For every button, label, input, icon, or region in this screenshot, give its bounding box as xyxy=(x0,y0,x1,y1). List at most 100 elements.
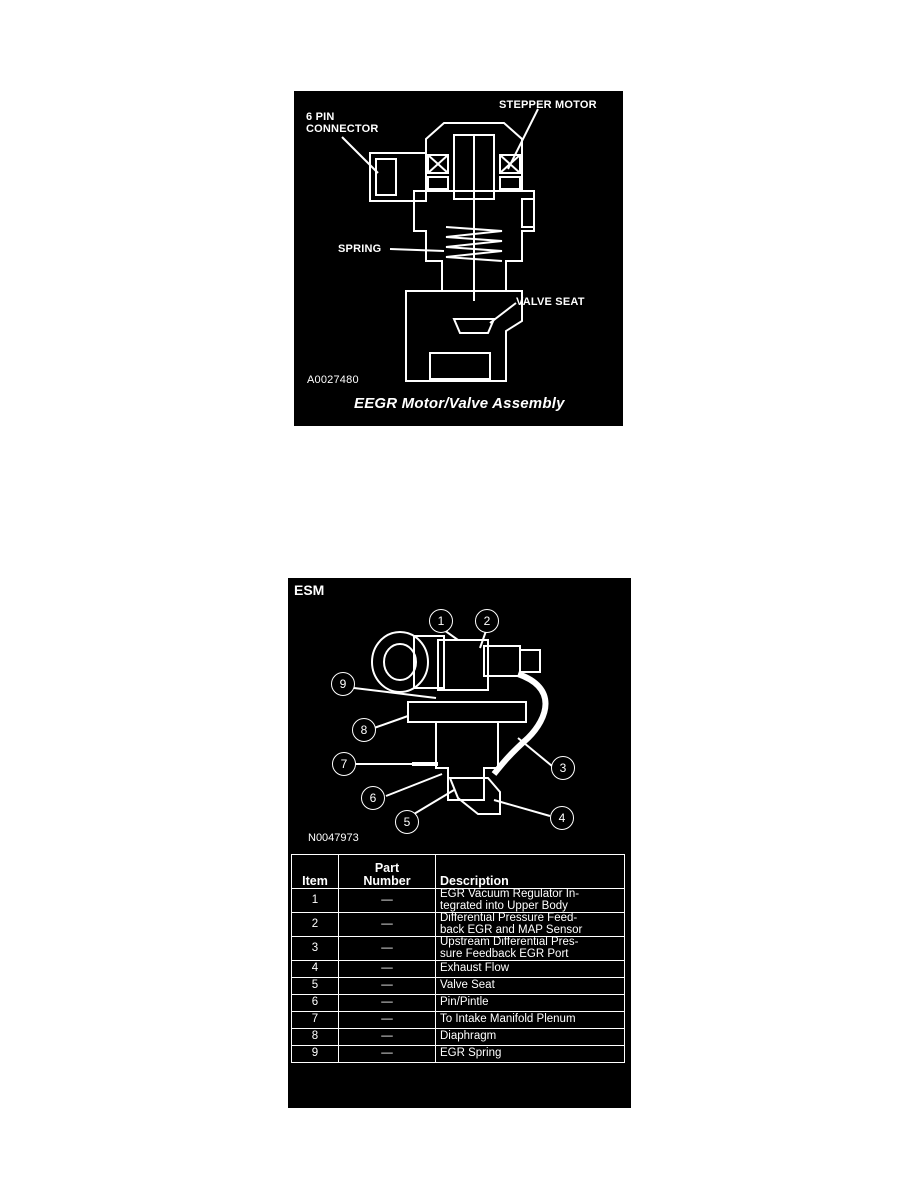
header-description: Description xyxy=(435,854,625,889)
spring-coil xyxy=(445,226,503,262)
description-line2: back EGR and MAP Sensor xyxy=(440,923,583,936)
figure1-caption: EEGR Motor/Valve Assembly xyxy=(354,395,565,412)
table-row: 2—Differential Pressure Feed-back EGR an… xyxy=(291,912,625,937)
esm-figure: ESM xyxy=(288,578,631,1108)
cell-item: 4 xyxy=(291,960,339,978)
cell-description: Exhaust Flow xyxy=(435,960,625,978)
cell-item: 6 xyxy=(291,994,339,1012)
cell-part-number: — xyxy=(338,1028,436,1046)
spring-label: SPRING xyxy=(338,243,382,255)
cell-part-number: — xyxy=(338,912,436,937)
cell-part-number: — xyxy=(338,1011,436,1029)
leader-3 xyxy=(517,737,553,767)
table-row: 1—EGR Vacuum Regulator In-tegrated into … xyxy=(291,888,625,913)
lower-body xyxy=(435,721,499,801)
cell-item: 5 xyxy=(291,977,339,995)
parts-table-body: 1—EGR Vacuum Regulator In-tegrated into … xyxy=(291,888,625,1063)
leader-spring xyxy=(389,248,445,252)
description-line1: EGR Vacuum Regulator In- xyxy=(440,888,580,900)
upper-body xyxy=(437,639,489,691)
cell-description: Diaphragm xyxy=(435,1028,625,1046)
description-line2: sure Feedback EGR Port xyxy=(440,947,569,960)
description-line1: Upstream Differential Pres- xyxy=(440,936,579,948)
callout-6: 6 xyxy=(361,786,385,810)
six-pin-label-line1: 6 PIN xyxy=(306,111,335,123)
esm-title: ESM xyxy=(294,582,325,598)
callout-4: 4 xyxy=(550,806,574,830)
exhaust-elbow xyxy=(448,777,501,815)
leader-connector xyxy=(341,136,379,174)
table-row: 5— Valve Seat xyxy=(291,977,625,995)
cell-part-number: — xyxy=(338,977,436,995)
table-row: 7— To Intake Manifold Plenum xyxy=(291,1011,625,1029)
table-row: 9— EGR Spring xyxy=(291,1045,625,1063)
cell-part-number: — xyxy=(338,994,436,1012)
callout-7: 7 xyxy=(332,752,356,776)
figure2-code: N0047973 xyxy=(308,832,359,844)
callout-2: 2 xyxy=(475,609,499,633)
callout-3: 3 xyxy=(551,756,575,780)
header-item: Item xyxy=(291,854,339,889)
header-part-line2: Number xyxy=(363,874,411,888)
description-line1: Differential Pressure Feed- xyxy=(440,912,578,924)
parts-table: Item Part Number Description 1—EGR Vacuu… xyxy=(291,854,625,1063)
leader-2 xyxy=(479,630,487,649)
lower-body xyxy=(405,290,523,382)
table-row: 8— Diaphragm xyxy=(291,1028,625,1046)
coil-right xyxy=(499,154,521,174)
cell-part-number: — xyxy=(338,936,436,961)
coil-left xyxy=(427,154,449,174)
cell-description: Pin/Pintle xyxy=(435,994,625,1012)
description-line1: EGR Spring xyxy=(440,1047,502,1060)
leader-stepper xyxy=(507,108,539,170)
cell-item: 1 xyxy=(291,888,339,913)
cell-part-number: — xyxy=(338,960,436,978)
esm-drawing xyxy=(353,629,553,817)
table-row: 6— Pin/Pintle xyxy=(291,994,625,1012)
cell-item: 3 xyxy=(291,936,339,961)
connector-plug xyxy=(375,158,397,196)
diaphragm-plate xyxy=(407,701,527,723)
cell-description: EGR Vacuum Regulator In-tegrated into Up… xyxy=(435,888,625,913)
sensor-connector xyxy=(483,645,521,677)
callout-9: 9 xyxy=(331,672,355,696)
description-line1: Diaphragm xyxy=(440,1030,497,1043)
connector-body xyxy=(369,152,427,202)
valve-seat-shape xyxy=(452,318,496,334)
six-pin-connector-label: 6 PIN CONNECTOR xyxy=(306,111,379,135)
six-pin-label-line2: CONNECTOR xyxy=(306,123,379,135)
cell-item: 9 xyxy=(291,1045,339,1063)
valve-seat-label: VALVE SEAT xyxy=(516,296,585,308)
leader-4 xyxy=(493,799,551,817)
motor-cylinder xyxy=(371,631,429,693)
callout-1: 1 xyxy=(429,609,453,633)
parts-table-header: Item Part Number Description xyxy=(291,854,625,889)
cell-item: 8 xyxy=(291,1028,339,1046)
stepper-motor-label: STEPPER MOTOR xyxy=(499,99,597,111)
callout-8: 8 xyxy=(352,718,376,742)
eegr-motor-valve-figure: 6 PIN CONNECTOR STEPPER MOTOR SPRING VAL… xyxy=(294,91,623,426)
cell-part-number: — xyxy=(338,1045,436,1063)
header-part-line1: Part xyxy=(374,861,400,875)
leader-9 xyxy=(353,687,437,699)
header-part-number: Part Number xyxy=(338,854,436,889)
eegr-valve-drawing xyxy=(341,108,539,382)
leader-valve-seat xyxy=(489,302,517,324)
cell-item: 7 xyxy=(291,1011,339,1029)
description-line2: tegrated into Upper Body xyxy=(440,899,568,912)
description-line1: Pin/Pintle xyxy=(440,996,489,1009)
figure1-code: A0027480 xyxy=(307,374,359,386)
leader-8 xyxy=(373,715,409,729)
table-row: 4— Exhaust Flow xyxy=(291,960,625,978)
cell-description: To Intake Manifold Plenum xyxy=(435,1011,625,1029)
description-line1: Valve Seat xyxy=(440,979,495,992)
cell-part-number: — xyxy=(338,888,436,913)
cell-item: 2 xyxy=(291,912,339,937)
feedback-hose xyxy=(491,671,549,776)
leader-5 xyxy=(413,789,455,815)
cell-description: EGR Spring xyxy=(435,1045,625,1063)
description-line1: Exhaust Flow xyxy=(440,962,510,975)
description-line1: To Intake Manifold Plenum xyxy=(440,1013,576,1026)
callout-5: 5 xyxy=(395,810,419,834)
cell-description: Differential Pressure Feed-back EGR and … xyxy=(435,912,625,937)
